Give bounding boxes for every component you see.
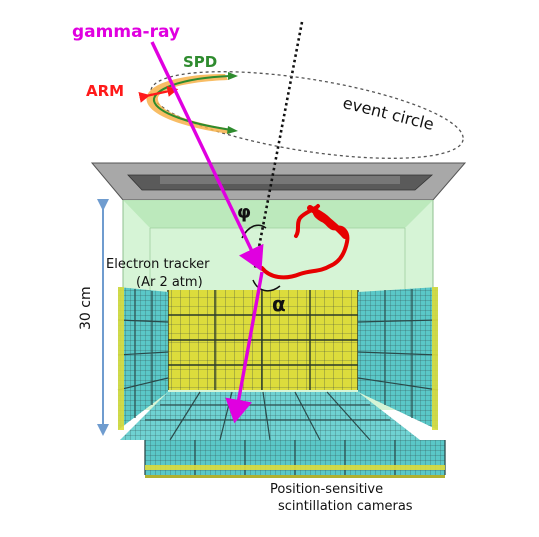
- spd-label: SPD: [183, 53, 218, 71]
- top-cover-plate: [90, 162, 467, 201]
- camera-label-line2: scintillation cameras: [278, 499, 413, 514]
- gamma-ray-incoming: [150, 41, 264, 272]
- electron-track-blob: [307, 205, 348, 239]
- arm-label: ARM: [86, 82, 125, 100]
- alpha-label: α: [272, 292, 286, 316]
- left-scintillation-camera: [117, 287, 169, 430]
- phi-label: φ: [237, 202, 252, 223]
- right-scintillation-camera: [357, 287, 439, 430]
- tracker-gas-label: (Ar 2 atm): [136, 275, 203, 290]
- event-circle: [150, 71, 464, 159]
- alpha-angle-arc: [252, 279, 281, 292]
- camera-label-line1: Position-sensitive: [270, 482, 384, 497]
- arm-band: [146, 74, 230, 134]
- back-scintillation-camera: [167, 290, 359, 390]
- spd-arrow-bottom: [227, 126, 238, 134]
- arm-arrow: [138, 86, 179, 103]
- bottom-scintillation-camera: [120, 391, 446, 478]
- spd-arrow-top: [228, 72, 238, 80]
- gamma-ray-label: gamma-ray: [72, 22, 181, 42]
- gamma-ray-scattered: [225, 271, 264, 424]
- dimension-label: 30 cm: [78, 286, 94, 330]
- electron-tracker-label: Electron tracker: [106, 257, 210, 272]
